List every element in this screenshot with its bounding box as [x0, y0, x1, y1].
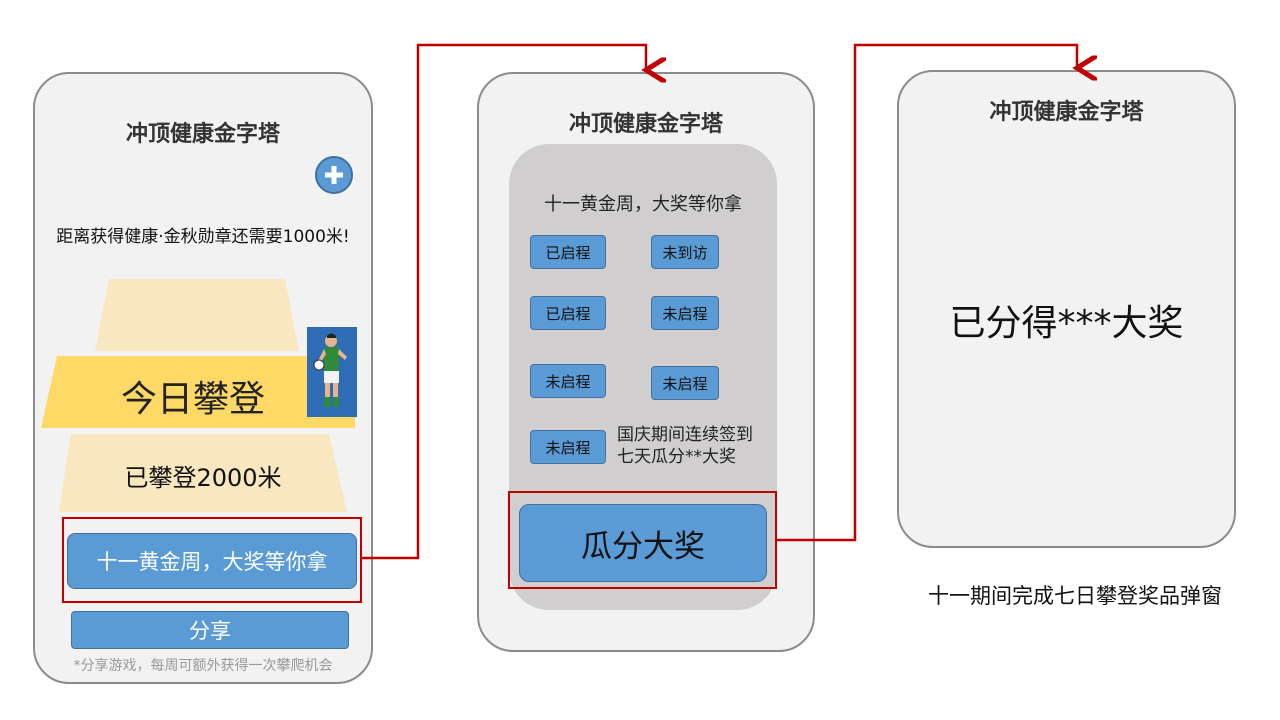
checkin-note-line1: 国庆期间连续签到	[617, 425, 753, 445]
checkin-subtitle: 十一黄金周，大奖等你拿	[544, 194, 742, 215]
share-button[interactable]: 分享	[71, 611, 349, 649]
phone-screen-prize-popup: 冲顶健康金字塔 已分得***大奖	[897, 70, 1236, 548]
share-note: *分享游戏，每周可额外获得一次攀爬机会	[73, 658, 333, 674]
highlight-promo-button	[62, 517, 362, 603]
checkin-note: 国庆期间连续签到 七天瓜分**大奖	[617, 424, 753, 468]
promo-golden-week-button[interactable]: 十一黄金周，大奖等你拿	[67, 533, 357, 589]
day-2-status: 未到访	[651, 235, 719, 269]
highlight-share-prize-button	[508, 491, 777, 589]
phone-screen-checkin: 冲顶健康金字塔 十一黄金周，大奖等你拿 已启程 未到访 已启程 未启程 未启程 …	[477, 72, 815, 652]
phone-screen-home: 冲顶健康金字塔 距离获得健康·金秋勋章还需要1000米! 今日攀登 已攀登200…	[33, 72, 373, 684]
prize-popup-caption: 十一期间完成七日攀登奖品弹窗	[928, 584, 1222, 608]
arrow-screen2-to-screen3	[777, 43, 1077, 542]
day-4-status: 未启程	[651, 296, 719, 330]
share-prize-button[interactable]: 瓜分大奖	[519, 504, 767, 582]
page-title: 冲顶健康金字塔	[989, 100, 1144, 125]
pyramid-graphic	[41, 279, 355, 512]
page-title: 冲顶健康金字塔	[568, 112, 723, 137]
day-6-status: 未启程	[651, 366, 719, 400]
player-avatar	[307, 327, 357, 417]
prize-message: 已分得***大奖	[949, 303, 1184, 344]
pyramid-bottom-tier	[59, 434, 347, 512]
pyramid-top-tier	[95, 279, 299, 351]
day-3-status: 已启程	[530, 296, 606, 330]
arrow-screen1-to-screen2	[362, 43, 646, 560]
day-7-status: 未启程	[530, 430, 606, 464]
day-5-status: 未启程	[530, 364, 606, 398]
today-climb-label: 今日攀登	[121, 379, 266, 420]
distance-message: 距离获得健康·金秋勋章还需要1000米!	[56, 227, 350, 247]
day-1-status: 已启程	[530, 235, 606, 269]
climbed-distance-label: 已攀登2000米	[124, 464, 282, 492]
checkin-note-line2: 七天瓜分**大奖	[617, 447, 736, 467]
plus-circle-icon[interactable]	[315, 156, 353, 194]
page-title: 冲顶健康金字塔	[125, 122, 280, 147]
pyramid-middle-tier	[41, 356, 355, 428]
